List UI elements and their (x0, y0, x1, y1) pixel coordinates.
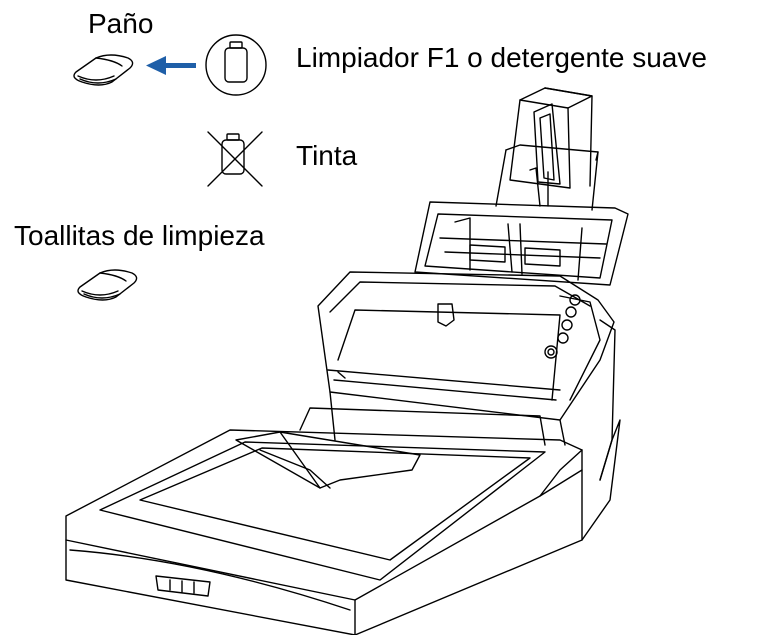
wipes-icon (77, 269, 138, 301)
cloth-label: Paño (88, 8, 154, 39)
crossed-bottle-icon (207, 131, 263, 187)
cleaner-label: Limpiador F1 o detergente suave (296, 42, 707, 73)
arrow-left-icon (146, 56, 196, 75)
bottle-icon (205, 34, 267, 96)
ink-label: Tinta (296, 140, 358, 171)
wipes-label: Toallitas de limpieza (14, 220, 265, 251)
cloth-icon (73, 54, 134, 86)
scanner-illustration (65, 87, 629, 635)
